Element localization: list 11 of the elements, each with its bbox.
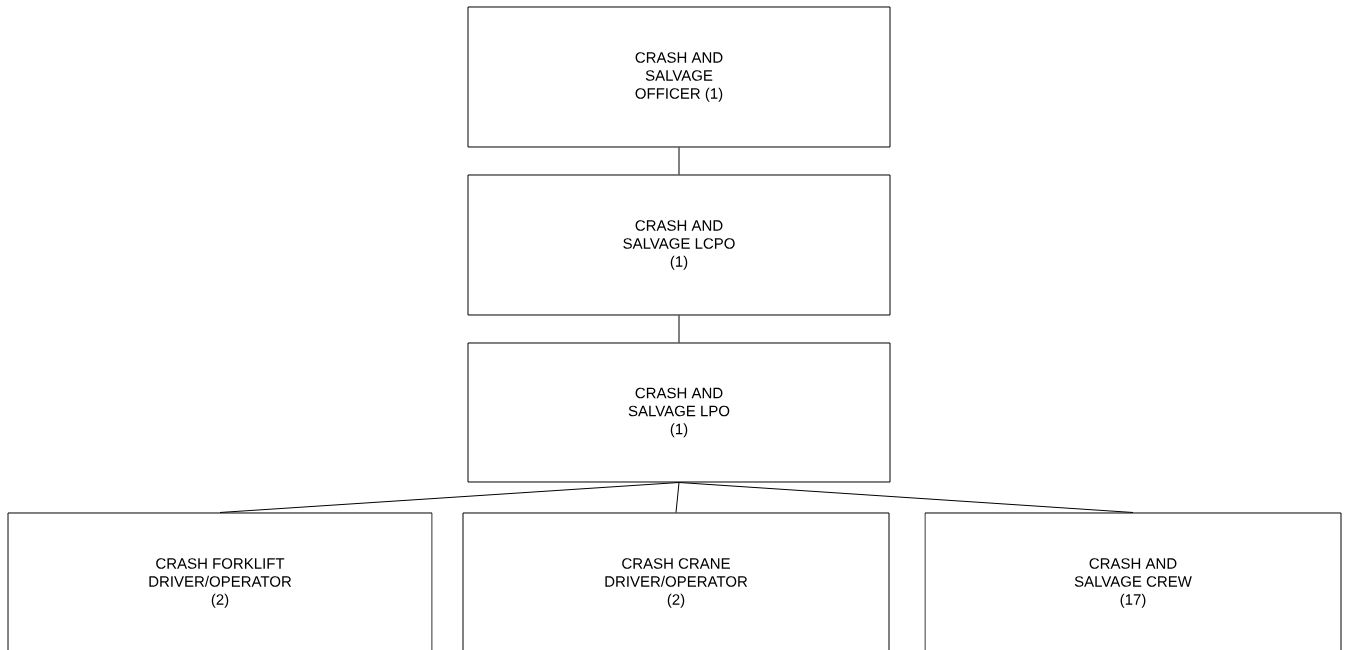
position-box: CRASH AND SALVAGE CREW (17) xyxy=(924,512,1342,650)
connector-line xyxy=(678,482,1134,513)
position-box: CRASH AND SALVAGE LCPO (1) xyxy=(467,174,891,316)
position-box: CRASH AND SALVAGE OFFICER (1) xyxy=(467,6,891,148)
connector-line xyxy=(675,482,680,513)
position-box: CRASH AND SALVAGE LPO (1) xyxy=(467,342,891,483)
position-box: CRASH FORKLIFT DRIVER/OPERATOR (2) xyxy=(7,512,433,650)
position-box: CRASH CRANE DRIVER/OPERATOR (2) xyxy=(462,512,890,650)
connector-line xyxy=(678,315,680,343)
connector-line xyxy=(219,482,680,513)
connector-line xyxy=(678,147,680,175)
